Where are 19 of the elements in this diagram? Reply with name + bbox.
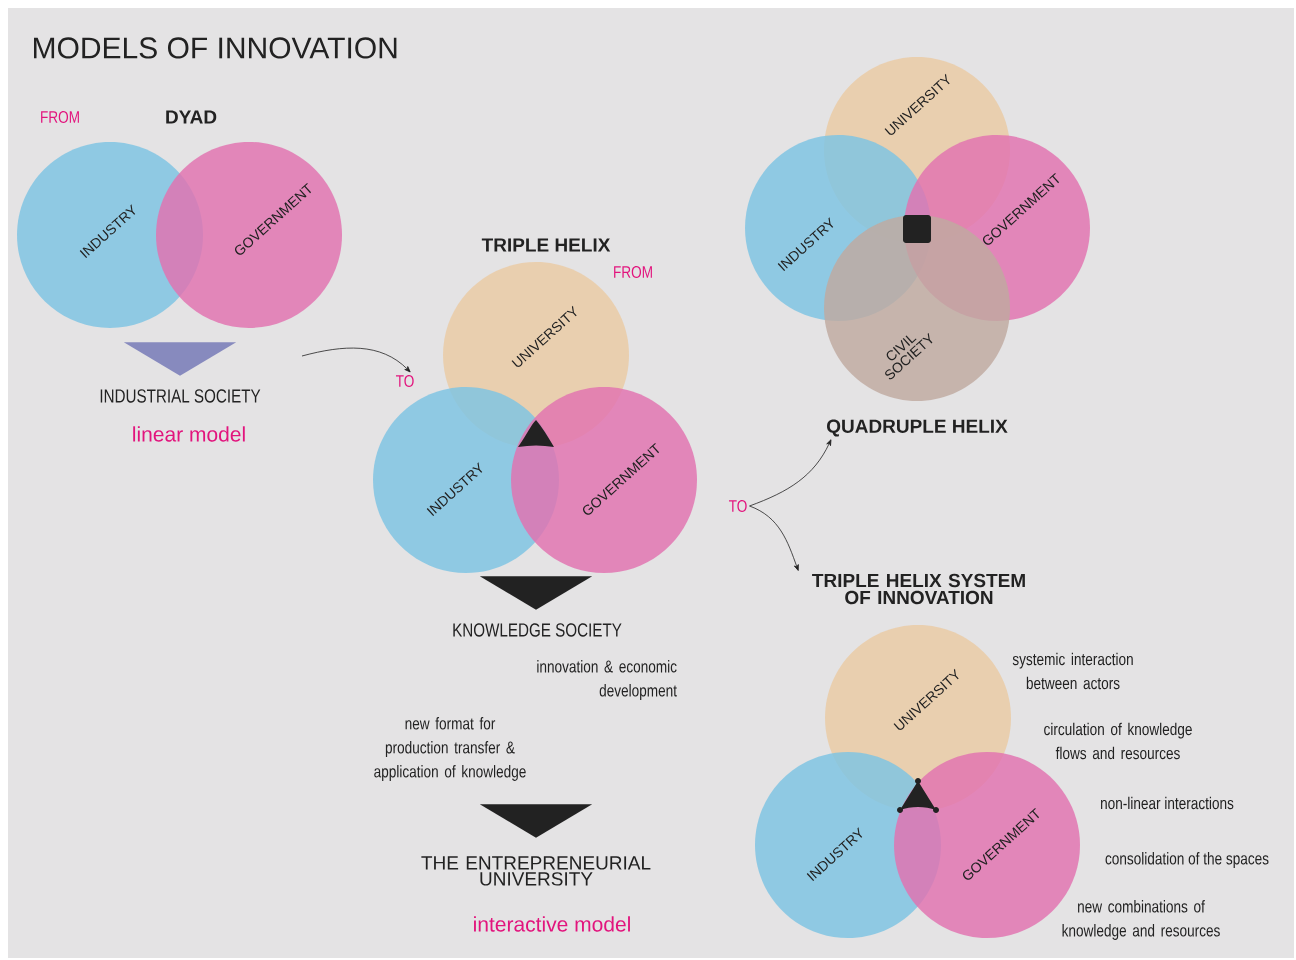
label: consolidation of the spaces	[1105, 852, 1269, 868]
label: non-linear interactions	[1101, 796, 1234, 810]
arrow	[749, 505, 799, 571]
arrow	[301, 347, 411, 373]
label: DYAD	[166, 110, 217, 124]
heading: QUADRUPLE HELIX	[827, 419, 1008, 437]
label: TO	[396, 374, 414, 387]
label: THE ENTREPRENEURIAL UNIVERSITY	[421, 856, 651, 886]
label: TO	[729, 499, 747, 512]
label: FROM	[41, 110, 79, 123]
label: linear model	[133, 426, 245, 442]
arrow	[749, 439, 832, 507]
label: innovation & economic development	[537, 660, 677, 700]
label: interactive model	[474, 916, 630, 932]
down-triangle	[479, 804, 593, 838]
down-triangle	[123, 342, 237, 376]
title: MODELS OF INNOVATION	[34, 37, 397, 59]
heading: TRIPLE HELIX SYSTEM OF INNOVATION	[812, 573, 1025, 605]
down-triangle	[479, 576, 593, 610]
